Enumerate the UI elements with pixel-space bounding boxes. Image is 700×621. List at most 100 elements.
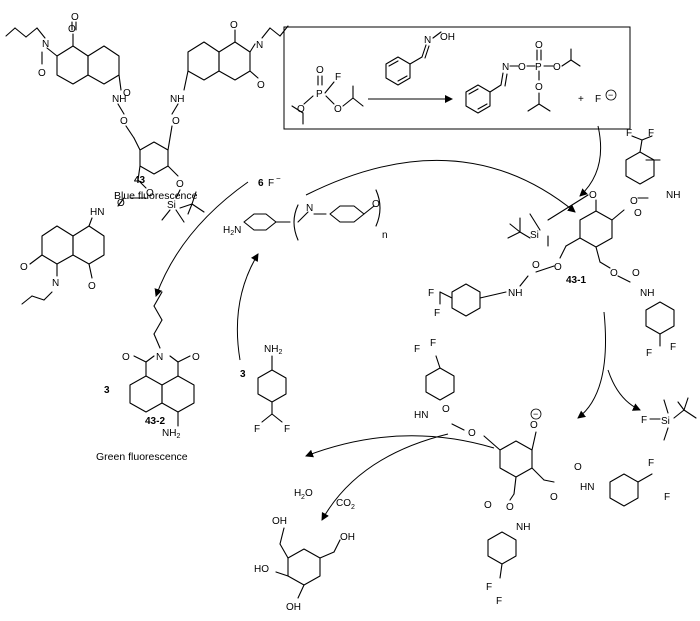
f-label: F	[428, 288, 434, 299]
oh-label: OH	[286, 602, 301, 613]
o-label: O	[88, 281, 96, 292]
o-label: O	[553, 62, 561, 73]
nh2-label: NH2	[162, 428, 180, 440]
compound-43-number: 43	[134, 175, 146, 186]
si-label: Si	[661, 416, 670, 427]
o-label: O	[535, 40, 543, 51]
arrow-to-fluorosilane	[607, 369, 641, 411]
o-label: O	[334, 104, 342, 115]
oh-label: OH	[340, 532, 355, 543]
minus-sign: −	[533, 409, 538, 419]
o-label: O	[632, 268, 640, 279]
f-label: F	[486, 582, 492, 593]
o-label: O	[20, 262, 28, 273]
o-label: O	[192, 352, 200, 363]
o-label: O	[176, 179, 184, 190]
arrow-aniline-to-polymer	[236, 253, 259, 361]
oh-label: OH	[440, 32, 455, 43]
n-label: N	[424, 35, 431, 46]
hn-label: HN	[580, 482, 594, 493]
dfp-structure: O P F O O	[291, 65, 364, 125]
o-label: O	[518, 62, 526, 73]
f-label: F	[648, 128, 654, 139]
nh2-label: NH2	[264, 344, 282, 356]
si-label: Si	[530, 230, 539, 241]
o-label: O	[442, 404, 450, 415]
h2n-label: H2N	[223, 225, 241, 237]
fluoride-charge: −	[276, 174, 281, 183]
o-label: O	[610, 268, 618, 279]
o-label: O	[550, 492, 558, 503]
o-label: O	[532, 260, 540, 271]
compound-43-1-number: 43-1	[566, 275, 586, 286]
f-label: F	[626, 128, 632, 139]
repeat-n: n	[382, 230, 388, 241]
fluoride-symbol: F	[268, 178, 274, 189]
o-label: O	[634, 208, 642, 219]
f-label: F	[641, 415, 647, 426]
si-label: Si	[167, 200, 176, 211]
arrow-43-1-to-phenoxide	[577, 311, 607, 419]
o-label: O	[630, 196, 638, 207]
phenoxide-intermediate: O − O O HN F F O O HN F F O O NH F F	[414, 338, 670, 607]
water-oxygen: O	[305, 488, 313, 499]
o-label: O	[123, 88, 131, 99]
o-label: O	[38, 68, 46, 79]
nh-label: NH	[516, 522, 530, 533]
f-label: F	[254, 424, 260, 435]
arrow-phenoxide-to-aniline	[305, 435, 495, 458]
p-label: P	[535, 62, 542, 73]
fluoride-count: 6	[258, 178, 264, 189]
n-label: N	[156, 352, 163, 363]
hydroxymethyl-phenol: OH HO OH OH	[254, 516, 355, 613]
co2-subscript: 2	[351, 504, 355, 511]
n-label: N	[256, 40, 263, 51]
oxime-phosphate-structure: N O P O O O	[465, 40, 581, 114]
f-label: F	[664, 492, 670, 503]
o-label: O	[589, 190, 597, 201]
n-label: N	[52, 278, 59, 289]
nh-label: NH	[666, 190, 680, 201]
negative-charge-icon	[605, 89, 617, 101]
o-label: O	[574, 462, 582, 473]
arrow-43-to-43-2	[154, 181, 249, 297]
o-label: O	[506, 502, 514, 513]
f-label: F	[284, 424, 290, 435]
o-label: O	[484, 500, 492, 511]
oxime-structure: N OH	[385, 31, 455, 86]
f-label: F	[414, 344, 420, 355]
o-label: O	[257, 80, 265, 91]
o-label: O	[535, 82, 543, 93]
co2-label: CO	[336, 498, 351, 509]
fluorosilane-byproduct: F Si	[641, 397, 697, 441]
o-label: O	[120, 116, 128, 127]
cycle-arrows	[154, 125, 641, 521]
ho-label: HO	[254, 564, 269, 575]
o-label: O	[146, 188, 154, 199]
o-label: O	[554, 262, 562, 273]
o-label: O	[530, 420, 538, 431]
water-subscript: 2	[301, 494, 305, 501]
negative-charge-icon	[530, 408, 542, 420]
hn-label: HN	[414, 410, 428, 421]
f-label: F	[496, 596, 502, 607]
o-label: O	[71, 12, 79, 23]
o-label: O	[117, 198, 125, 209]
nh-label: NH	[112, 94, 126, 105]
aniline-count: 3	[240, 369, 246, 380]
o-label: O	[297, 104, 305, 115]
n-label: N	[502, 62, 509, 73]
p-label: P	[316, 89, 323, 100]
compound-43-2-count: 3	[104, 385, 110, 396]
compound-43-1: O Si O NH O F F O O NH F F O	[428, 128, 680, 359]
minus-sign: −	[608, 90, 613, 100]
arrow-polymer-to-43-1	[305, 159, 576, 213]
plus-sign: +	[578, 94, 584, 105]
n-label: N	[306, 203, 313, 214]
water-label: H	[294, 488, 301, 499]
o-label: O	[372, 199, 380, 210]
arrow-to-phenol	[321, 433, 449, 521]
nh-label: NH	[170, 94, 184, 105]
fluoride-label: F	[595, 94, 601, 105]
